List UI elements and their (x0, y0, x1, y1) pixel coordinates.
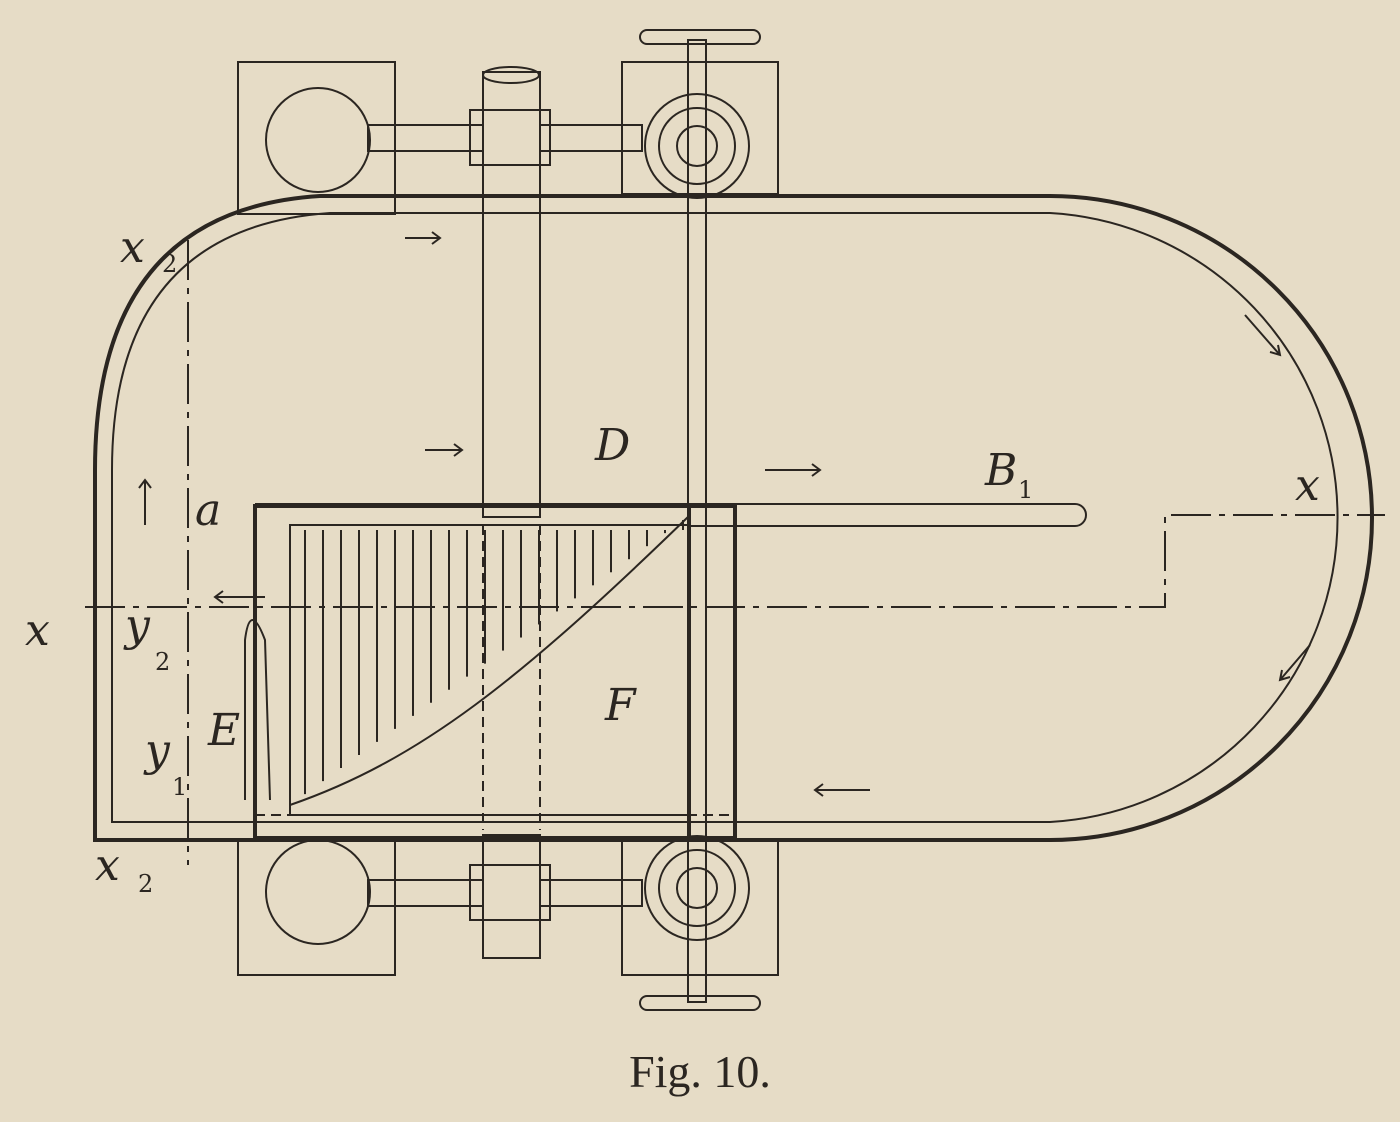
label-y1-sub: 1 (172, 773, 187, 801)
label-b: B (984, 445, 1017, 496)
flow-arrows (138, 231, 1311, 797)
label-f: F (604, 680, 637, 731)
label-b-sub: 1 (1018, 476, 1033, 504)
drum (253, 504, 737, 840)
label-x2-top: x (120, 222, 145, 273)
label-x-left: x (25, 605, 50, 656)
label-x2-bottom: x (95, 840, 120, 891)
label-x2-top-sub: 2 (162, 250, 177, 278)
main-shaft (469, 66, 551, 959)
bottom-right-bearing (539, 835, 779, 976)
label-e: E (207, 705, 240, 756)
label-y2: y (123, 600, 151, 651)
label-a: a (195, 485, 221, 536)
label-x2-bottom-sub: 2 (138, 870, 153, 898)
bottom-left-bracket (237, 839, 484, 976)
housing (93, 194, 1374, 842)
top-right-bearing (539, 61, 779, 199)
figure-caption: Fig. 10. (629, 1046, 771, 1097)
adjusting-rod (639, 29, 761, 1011)
arm-b (255, 503, 1087, 527)
label-x-right: x (1295, 460, 1320, 511)
section-line-x (85, 514, 1385, 608)
top-left-bracket (237, 61, 484, 215)
label-d: D (594, 420, 630, 471)
label-y2-sub: 2 (155, 648, 170, 676)
nozzle-e (244, 619, 271, 801)
label-y1: y (143, 725, 171, 776)
